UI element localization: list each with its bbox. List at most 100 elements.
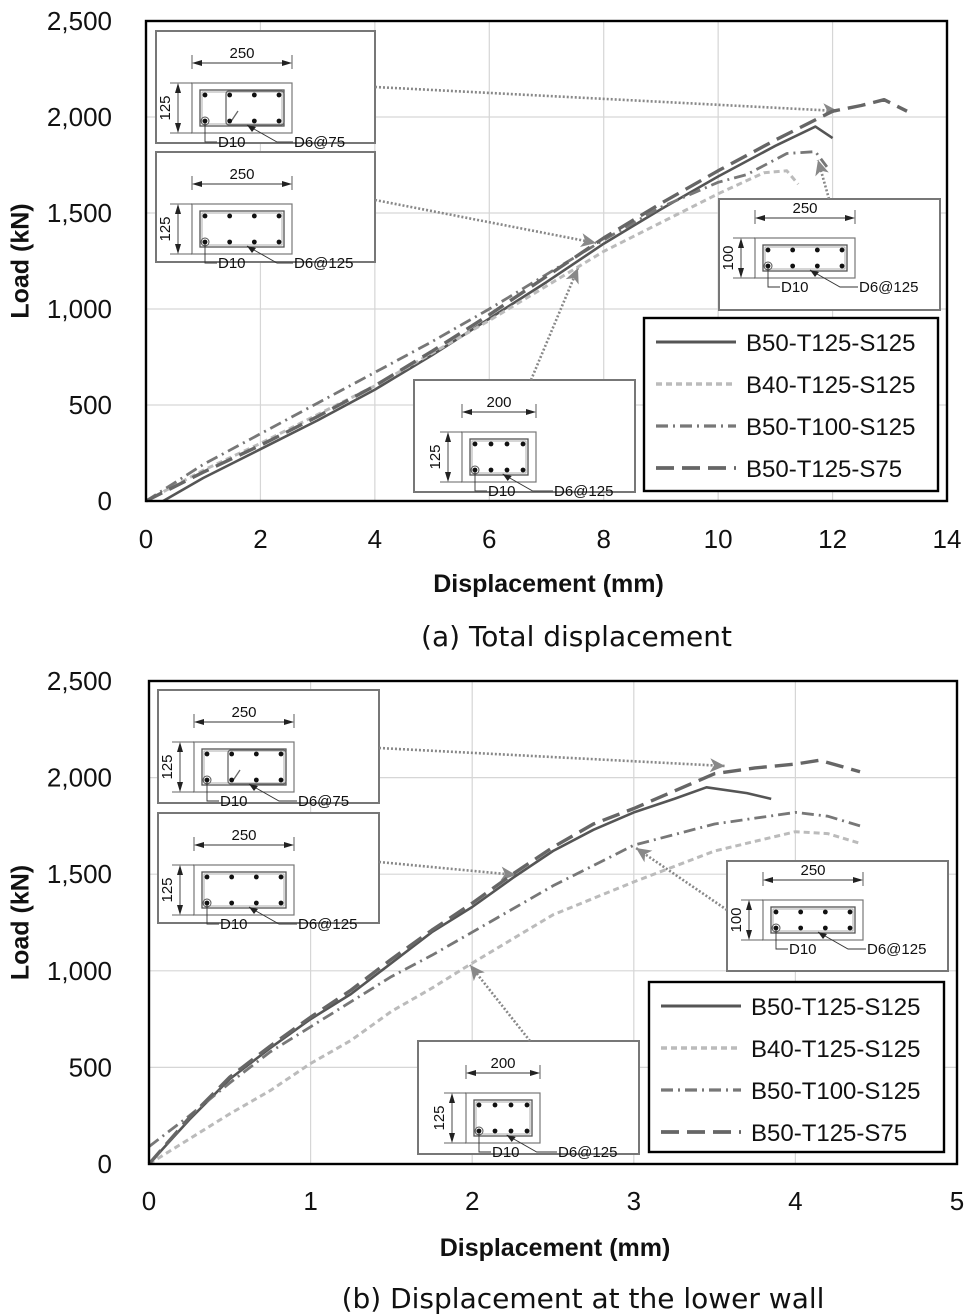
arrow-head-icon — [565, 268, 579, 285]
stirrup-label: D6@125 — [294, 255, 353, 272]
y-axis-label: Load (kN) — [7, 203, 35, 318]
section-height-label: 125 — [157, 95, 174, 120]
legend-label: B50-T125-S125 — [746, 330, 915, 357]
pointer-arrow-line — [378, 746, 726, 768]
figure-caption: (b) Displacement at the lower wall — [342, 1282, 825, 1315]
section-width-label: 200 — [490, 1055, 515, 1072]
arrow-head-icon — [636, 848, 653, 863]
legend-label: B50-T100-S125 — [746, 414, 915, 441]
bar-label: D10 — [218, 134, 246, 151]
pointer-arrow-line — [378, 860, 517, 877]
legend: B50-T125-S125B40-T125-S125B50-T100-S125B… — [642, 316, 940, 493]
x-axis-label: Displacement (mm) — [440, 1234, 671, 1262]
x-tick-label: 12 — [818, 524, 847, 554]
figure-caption: (a) Total displacement — [421, 620, 732, 653]
legend-label: B50-T125-S125 — [751, 994, 920, 1021]
arrow-head-icon — [470, 965, 485, 982]
legend-item: B50-T125-S125 — [661, 994, 920, 1021]
series-line-B50-T125-S75 — [145, 98, 908, 503]
y-tick-label: 2,500 — [47, 666, 112, 696]
x-tick-label: 5 — [950, 1186, 964, 1216]
arrow-head-icon — [579, 233, 596, 248]
legend: B50-T125-S125B40-T125-S125B50-T100-S125B… — [647, 980, 946, 1154]
y-axis-label: Load (kN) — [7, 865, 35, 980]
y-tick-label: 500 — [69, 1052, 112, 1082]
y-tick-label: 2,000 — [47, 763, 112, 793]
pointer-arrow-line — [529, 267, 580, 381]
section-height-label: 125 — [427, 444, 444, 469]
stirrup-label: D6@125 — [867, 941, 926, 958]
section-height-label: 100 — [720, 245, 737, 270]
series-line-B50-T125-S125 — [162, 125, 834, 503]
section-width-label: 200 — [486, 394, 511, 411]
legend-label: B40-T125-S125 — [746, 372, 915, 399]
legend-label: B50-T125-S75 — [746, 456, 902, 483]
section-height-label: 125 — [159, 877, 176, 902]
bar-label: D10 — [220, 916, 248, 933]
x-tick-label: 0 — [142, 1186, 156, 1216]
bar-label: D10 — [492, 1144, 520, 1161]
series-line-B50-T125-S75 — [147, 758, 861, 1166]
bar-label: D10 — [789, 941, 817, 958]
y-tick-label: 1,500 — [47, 859, 112, 889]
section-width-label: 250 — [231, 827, 256, 844]
y-tick-label: 500 — [69, 390, 112, 420]
series-line-B40-T125-S125 — [148, 830, 861, 1166]
section-height-label: 125 — [431, 1105, 448, 1130]
legend-item: B50-T125-S75 — [661, 1120, 907, 1147]
pointer-arrow-line — [468, 964, 532, 1042]
arrow-head-icon — [709, 758, 725, 773]
x-axis-label: Displacement (mm) — [433, 570, 664, 598]
bar-label: D10 — [218, 255, 246, 272]
section-height-label: 125 — [159, 754, 176, 779]
pointer-arrow-line — [374, 85, 839, 113]
x-tick-label: 4 — [788, 1186, 802, 1216]
y-tick-label: 0 — [98, 486, 112, 516]
x-tick-label: 2 — [465, 1186, 479, 1216]
x-tick-label: 3 — [627, 1186, 641, 1216]
series-line-B40-T125-S125 — [145, 169, 800, 503]
legend-label: B40-T125-S125 — [751, 1036, 920, 1063]
section-height-label: 100 — [728, 907, 745, 932]
series-line-B50-T100-S125 — [145, 150, 829, 503]
section-height-label: 125 — [157, 216, 174, 241]
x-tick-label: 4 — [368, 524, 382, 554]
section-width-label: 250 — [229, 166, 254, 183]
y-tick-label: 1,000 — [47, 956, 112, 986]
pointer-arrow-line — [635, 846, 728, 912]
section-width-label: 250 — [229, 45, 254, 62]
bar-label: D10 — [488, 483, 516, 500]
y-tick-label: 0 — [98, 1149, 112, 1179]
stirrup-label: D6@75 — [294, 134, 345, 151]
legend-label: B50-T125-S75 — [751, 1120, 907, 1147]
section-width-label: 250 — [800, 862, 825, 879]
x-tick-label: 6 — [482, 524, 496, 554]
bar-label: D10 — [781, 279, 809, 296]
x-tick-label: 14 — [933, 524, 962, 554]
section-width-label: 250 — [231, 704, 256, 721]
series-line-B50-T125-S125 — [148, 786, 772, 1165]
legend-item: B40-T125-S125 — [656, 372, 915, 399]
legend-item: B40-T125-S125 — [661, 1036, 920, 1063]
arrow-head-icon — [500, 866, 516, 881]
stirrup-label: D6@125 — [859, 279, 918, 296]
plot-frame — [144, 19, 949, 503]
arrow-head-icon — [815, 160, 829, 177]
plot-frame — [147, 679, 959, 1166]
x-tick-label: 0 — [139, 524, 153, 554]
legend-item: B50-T100-S125 — [656, 414, 915, 441]
x-tick-label: 2 — [253, 524, 267, 554]
y-tick-label: 1,000 — [47, 294, 112, 324]
series-line-B50-T100-S125 — [148, 811, 861, 1148]
legend-item: B50-T125-S75 — [656, 456, 902, 483]
stirrup-label: D6@125 — [298, 916, 357, 933]
